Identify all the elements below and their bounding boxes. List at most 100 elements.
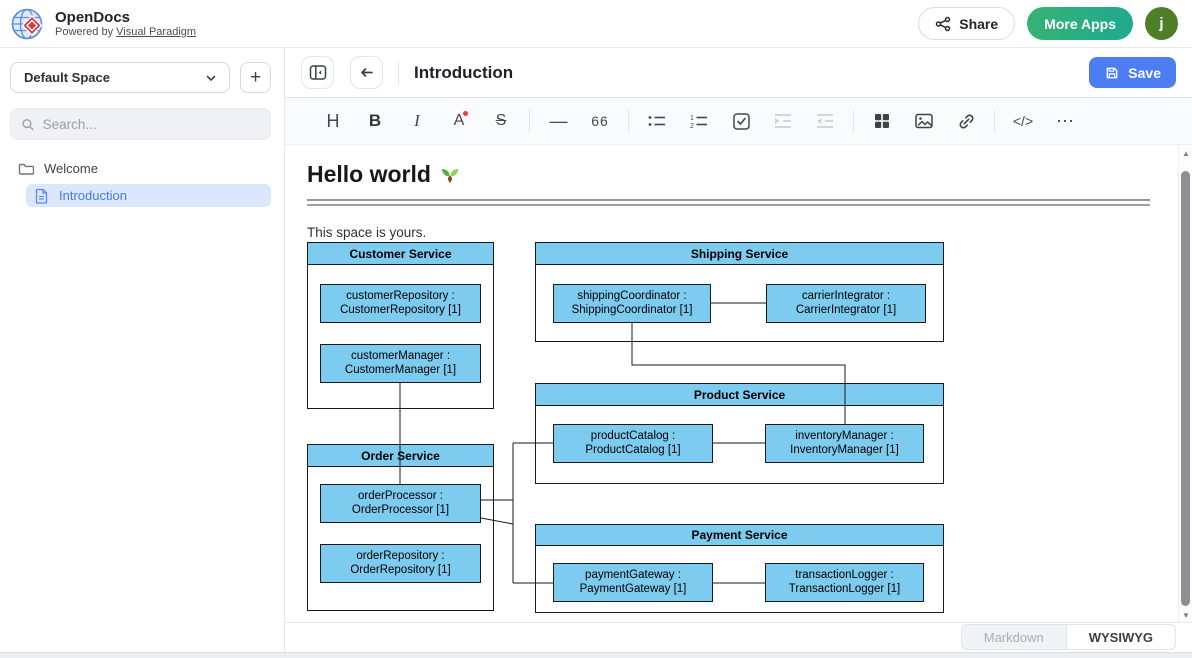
space-selector[interactable]: Default Space [10, 62, 230, 93]
service-title: Order Service [308, 445, 493, 467]
service-box: Customer Service [307, 242, 494, 409]
blockquote-button[interactable]: 66 [580, 104, 620, 138]
powered-by: Powered by Visual Paradigm [55, 26, 196, 39]
panel-toggle-icon [309, 64, 327, 81]
image-icon [915, 113, 933, 129]
service-box: Order Service [307, 444, 494, 611]
toolbar-separator [853, 110, 854, 132]
outdent-icon [817, 113, 834, 129]
folder-icon [18, 161, 34, 176]
svg-text:1: 1 [690, 115, 694, 122]
horizontal-rule-button[interactable]: — [538, 104, 578, 138]
main-panel: Introduction Save H B I A S — 6 [285, 48, 1192, 652]
add-page-button[interactable]: + [240, 62, 271, 93]
uml-diagram[interactable]: Customer Service customerRepository :Cust… [285, 145, 985, 622]
indent-icon [775, 113, 792, 129]
part-box: paymentGateway :PaymentGateway [1] [553, 563, 713, 602]
numbered-list-button[interactable]: 1 2 [679, 104, 719, 138]
editor-content[interactable]: Hello world This space is yours. Custome… [285, 145, 1192, 622]
toolbar-separator [628, 110, 629, 132]
page-tree: Welcome Introduction [10, 156, 271, 207]
image-button[interactable] [904, 104, 944, 138]
back-arrow-icon [358, 64, 375, 81]
share-button[interactable]: Share [918, 7, 1015, 40]
header-divider [398, 61, 399, 85]
part-box: customerRepository :CustomerRepository [… [320, 284, 481, 323]
checkbox-icon [733, 113, 750, 130]
editor-scrollbar[interactable]: ▲ ▼ [1178, 145, 1192, 622]
powered-prefix: Powered by [55, 26, 116, 38]
brand-text: OpenDocs Powered by Visual Paradigm [55, 9, 196, 39]
search-input[interactable] [43, 117, 260, 132]
table-button[interactable] [862, 104, 902, 138]
page-title: Introduction [414, 63, 513, 83]
scroll-up-arrow[interactable]: ▲ [1179, 149, 1192, 158]
indent-button[interactable] [763, 104, 803, 138]
space-row: Default Space + [10, 62, 271, 93]
toolbar-separator [994, 110, 995, 132]
part-box: orderRepository :OrderRepository [1] [320, 544, 481, 583]
svg-text:2: 2 [690, 123, 694, 129]
service-title: Product Service [536, 384, 943, 406]
window-bottom-strip [0, 652, 1192, 658]
tree-item-label: Introduction [59, 188, 127, 203]
share-icon [935, 16, 951, 32]
sidebar: Default Space + W [0, 48, 285, 652]
tree-item-label: Welcome [44, 161, 98, 176]
part-box: transactionLogger :TransactionLogger [1] [765, 563, 924, 602]
toolbar-separator [529, 110, 530, 132]
link-icon [958, 113, 975, 130]
tree-item-welcome[interactable]: Welcome [10, 156, 271, 180]
save-icon [1104, 65, 1120, 81]
part-box: inventoryManager :InventoryManager [1] [765, 424, 924, 463]
part-box: shippingCoordinator :ShippingCoordinator… [553, 284, 711, 323]
back-button[interactable] [350, 56, 383, 89]
wysiwyg-mode-button[interactable]: WYSIWYG [1066, 624, 1176, 650]
top-bar-actions: Share More Apps j [918, 7, 1178, 40]
color-dot [463, 111, 468, 116]
outdent-button[interactable] [805, 104, 845, 138]
font-color-button[interactable]: A [439, 104, 479, 138]
mode-toggle: Markdown WYSIWYG [961, 624, 1176, 650]
bullet-list-button[interactable] [637, 104, 677, 138]
editor-footer: Markdown WYSIWYG [285, 622, 1192, 652]
save-label: Save [1128, 65, 1161, 81]
part-box: customerManager :CustomerManager [1] [320, 344, 481, 383]
part-box: carrierIntegrator :CarrierIntegrator [1] [766, 284, 926, 323]
strikethrough-button[interactable]: S [481, 104, 521, 138]
more-apps-button[interactable]: More Apps [1027, 7, 1133, 40]
toggle-sidebar-button[interactable] [301, 56, 334, 89]
italic-button[interactable]: I [397, 104, 437, 138]
more-options-button[interactable]: ⋯ [1045, 104, 1085, 138]
tree-item-introduction[interactable]: Introduction [26, 184, 271, 207]
service-title: Payment Service [536, 525, 943, 546]
heading-button[interactable]: H [313, 104, 353, 138]
part-box: orderProcessor :OrderProcessor [1] [320, 484, 481, 523]
save-button[interactable]: Save [1089, 57, 1176, 88]
avatar[interactable]: j [1145, 7, 1178, 40]
markdown-mode-button[interactable]: Markdown [961, 624, 1066, 650]
share-label: Share [959, 16, 998, 32]
brand: OpenDocs Powered by Visual Paradigm [10, 6, 196, 42]
part-box: productCatalog :ProductCatalog [1] [553, 424, 713, 463]
table-icon [874, 113, 890, 129]
numbered-list-icon: 1 2 [690, 113, 708, 129]
editor-toolbar: H B I A S — 66 1 [285, 98, 1192, 145]
task-list-button[interactable] [721, 104, 761, 138]
doc-header: Introduction Save [285, 48, 1192, 98]
bold-button[interactable]: B [355, 104, 395, 138]
chevron-down-icon [203, 70, 219, 86]
service-title: Customer Service [308, 243, 493, 265]
strike-label: S [496, 112, 507, 130]
space-selector-label: Default Space [24, 70, 110, 85]
visual-paradigm-link[interactable]: Visual Paradigm [116, 26, 196, 38]
search-icon [21, 117, 35, 132]
scrollbar-thumb[interactable] [1181, 171, 1190, 606]
bullet-list-icon [648, 113, 666, 129]
link-button[interactable] [946, 104, 986, 138]
document-icon [34, 188, 49, 204]
scroll-down-arrow[interactable]: ▼ [1179, 611, 1192, 620]
code-button[interactable]: </> [1003, 104, 1043, 138]
service-title: Shipping Service [536, 243, 943, 265]
